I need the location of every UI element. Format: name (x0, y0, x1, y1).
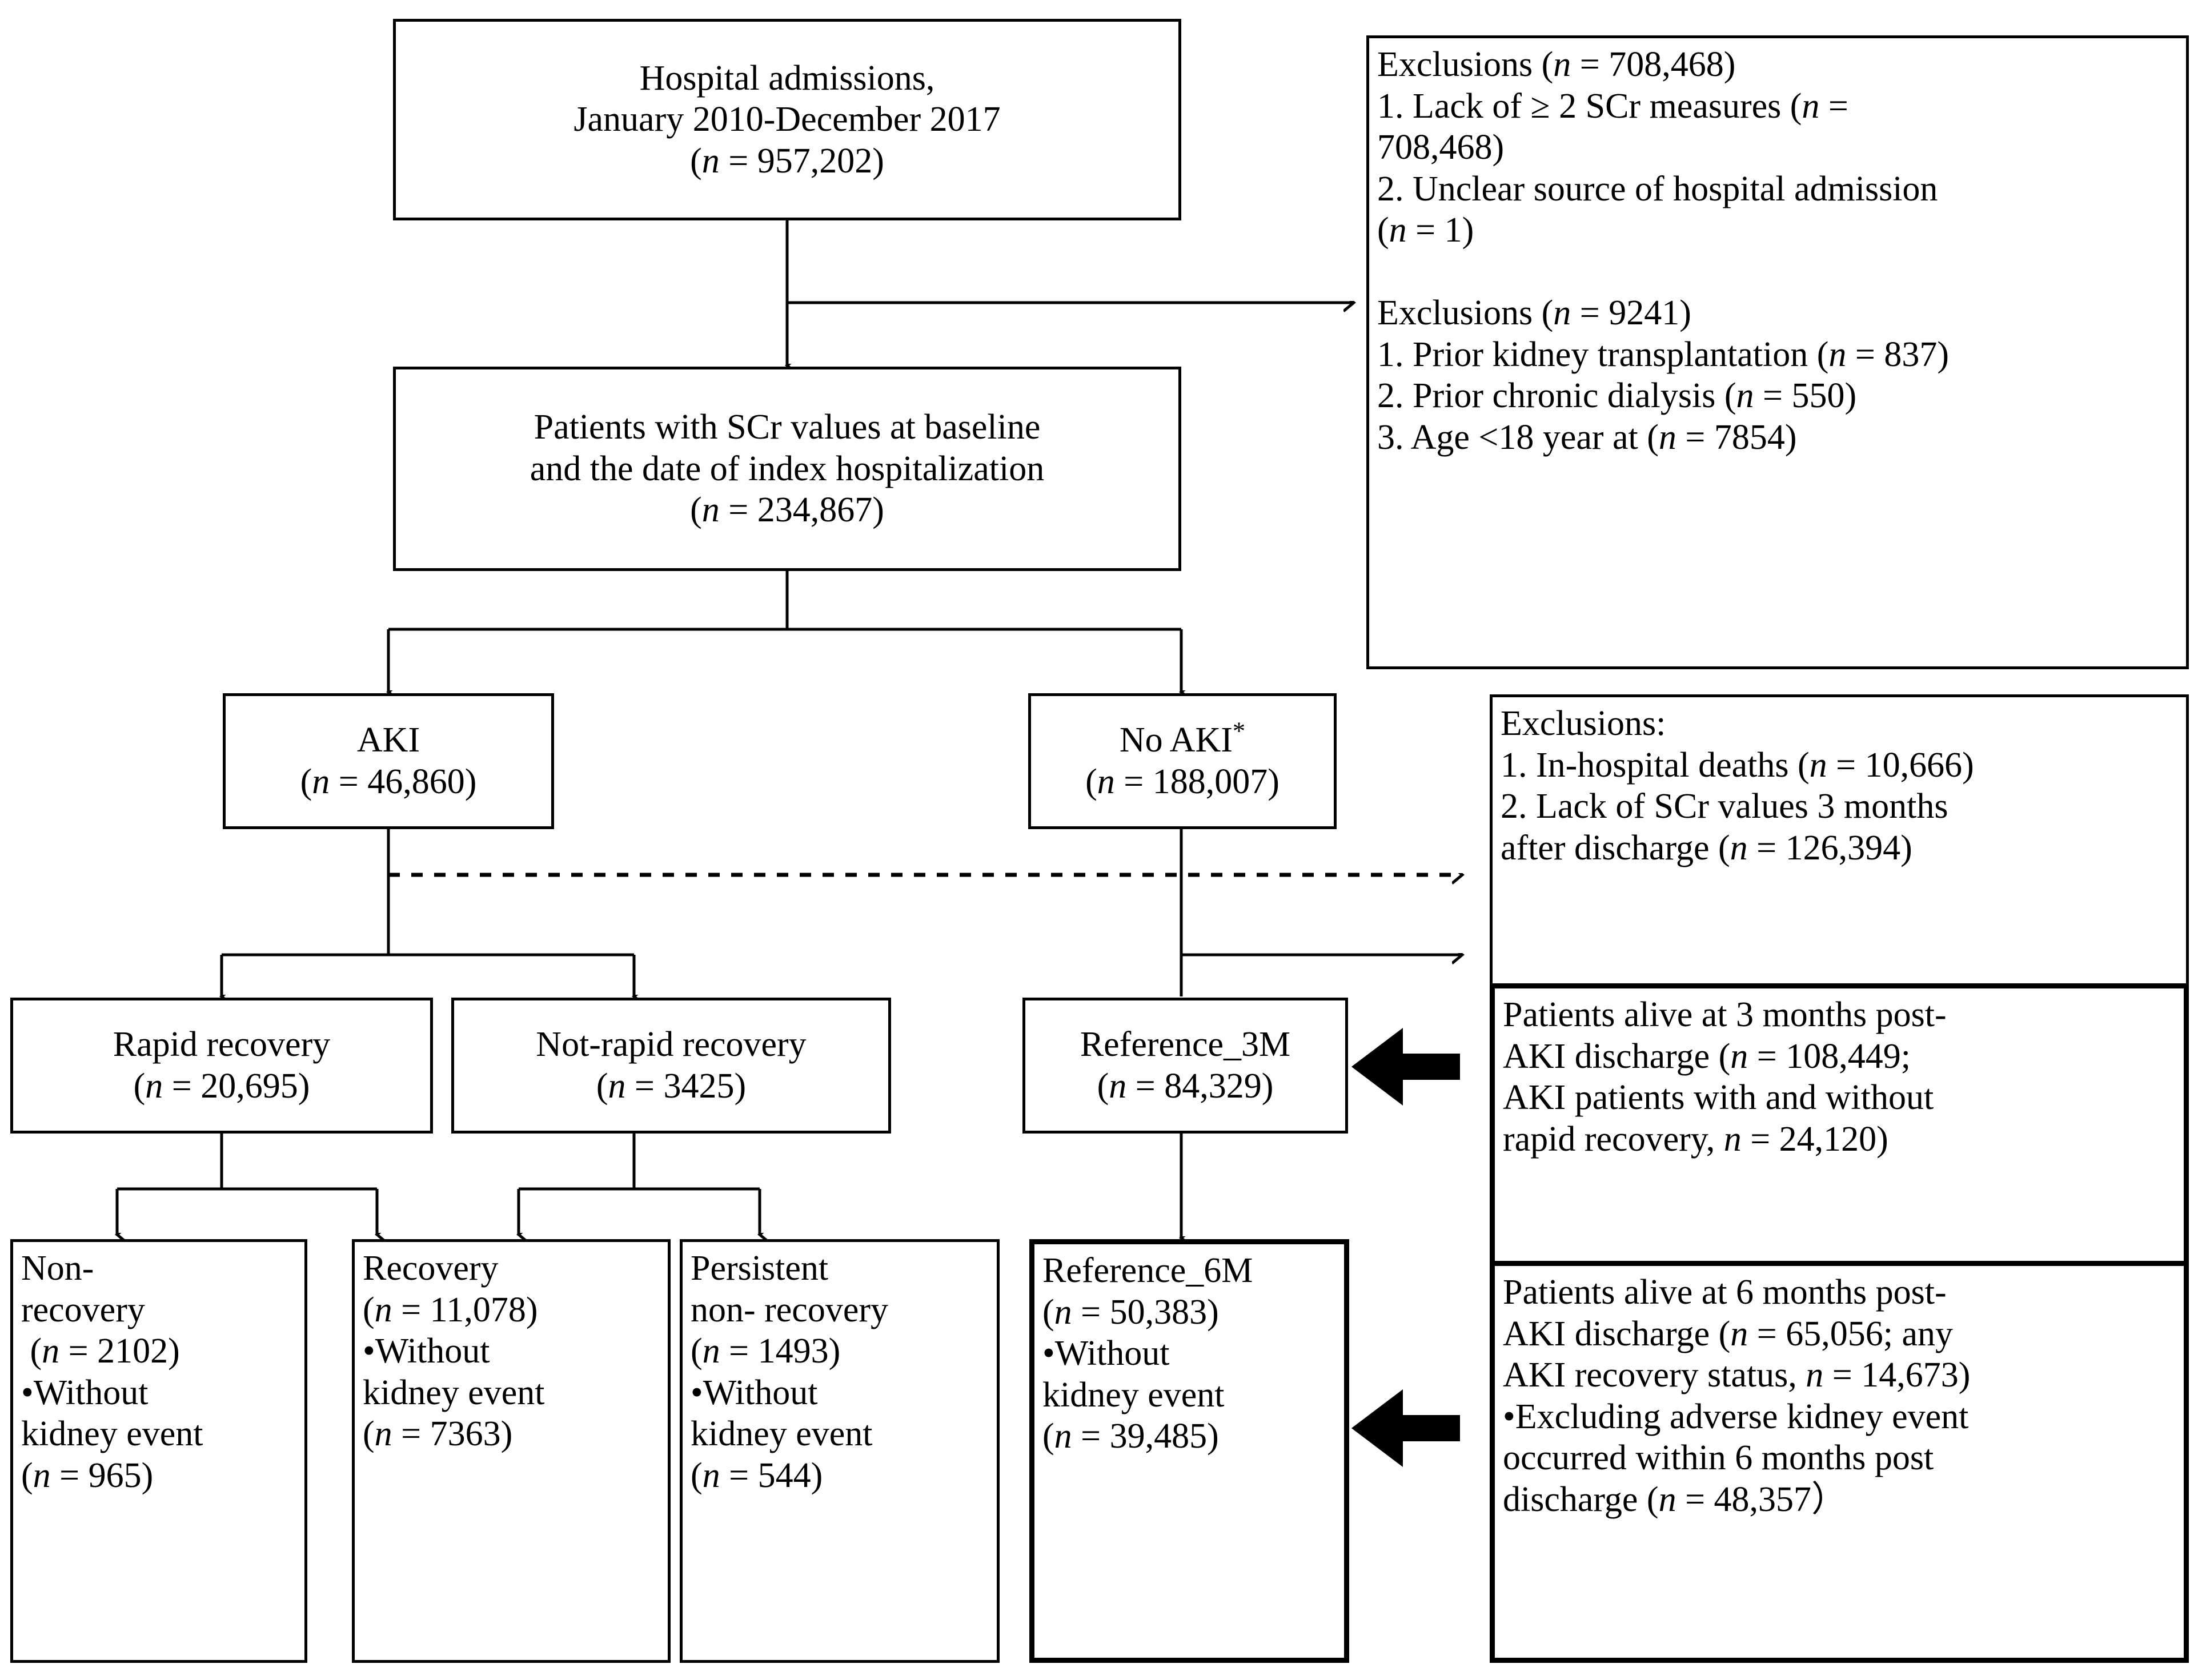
pers-bullet-1c: (n = 544) (691, 1456, 823, 1495)
pers-line-1: Persistent (691, 1249, 829, 1288)
excl-mid-item1: 1. In-hospital deaths (n = 10,666) (1501, 745, 1974, 785)
pers-bullet-1: •Without (691, 1373, 818, 1412)
aki-line-2: (n = 46,860) (300, 762, 477, 801)
note-exclusions-mid: Exclusions: 1. In-hospital deaths (n = 1… (1490, 694, 2189, 1003)
node-recovery: Recovery (n = 11,078) •Without kidney ev… (352, 1239, 671, 1663)
block-arrow-3m (1351, 1028, 1460, 1106)
alive3m-line-2: AKI discharge (n = 108,449; (1503, 1036, 1911, 1076)
no-aki-line-1: No AKI* (1119, 716, 1246, 760)
ref6m-bullet-1c: (n = 39,485) (1042, 1417, 1219, 1456)
ref6m-line-2: (n = 50,383) (1042, 1292, 1219, 1332)
pers-line-2: non- recovery (691, 1290, 888, 1329)
ref3m-line-1: Reference_3M (1080, 1025, 1291, 1064)
nonrec-line-3: (n = 2102) (21, 1332, 180, 1371)
block-arrow-6m (1351, 1389, 1460, 1467)
nonrec-line-2: recovery (21, 1290, 145, 1329)
aki-line-1: AKI (356, 721, 420, 760)
alive3m-line-4: rapid recovery, n = 24,120) (1503, 1119, 1888, 1159)
excl-mid-item2b: after discharge (n = 126,394) (1501, 828, 1912, 867)
alive3m-line-3: AKI patients with and without (1503, 1078, 1934, 1118)
node-reference-3m: Reference_3M (n = 84,329) (1022, 998, 1348, 1134)
excl-top-item3: 1. Prior kidney transplantation (n = 837… (1377, 335, 1949, 374)
node-aki: AKI (n = 46,860) (223, 693, 554, 829)
node-hospital-admissions: Hospital admissions, January 2010-Decemb… (393, 19, 1181, 220)
pers-bullet-1b: kidney event (691, 1414, 873, 1454)
notrapid-line-2: (n = 3425) (596, 1067, 747, 1106)
node-reference-6m: Reference_6M (n = 50,383) •Without kidne… (1029, 1239, 1349, 1663)
node-non-recovery: Non- recovery (n = 2102) •Without kidney… (10, 1239, 307, 1663)
pers-line-3: (n = 1493) (691, 1332, 841, 1371)
excl-top-item5: 3. Age <18 year at (n = 7854) (1377, 417, 1797, 457)
node-rapid-recovery: Rapid recovery (n = 20,695) (10, 998, 433, 1134)
no-aki-line-2: (n = 188,007) (1085, 762, 1280, 801)
excl-mid-header: Exclusions: (1501, 704, 1666, 743)
rec-line-1: Recovery (363, 1249, 499, 1288)
notrapid-line-1: Not-rapid recovery (536, 1025, 807, 1064)
alive6m-line-4: •Excluding adverse kidney event (1503, 1397, 1969, 1436)
excl-top-item1b: 708,468) (1377, 128, 1505, 167)
nonrec-bullet-1b: kidney event (21, 1414, 203, 1454)
ref6m-bullet-1b: kidney event (1042, 1375, 1225, 1414)
admissions-line-3: (n = 957,202) (690, 141, 884, 180)
rec-line-2: (n = 11,078) (363, 1290, 538, 1329)
excl-mid-item2a: 2. Lack of SCr values 3 months (1501, 787, 1948, 826)
scr-line-1: Patients with SCr values at baseline (534, 408, 1041, 447)
rec-bullet-1b: kidney event (363, 1373, 545, 1412)
excl-top-item1a: 1. Lack of ≥ 2 SCr measures (n = (1377, 86, 1848, 126)
alive6m-line-3: AKI recovery status, n = 14,673) (1503, 1356, 1971, 1395)
scr-line-3: (n = 234,867) (690, 491, 884, 530)
alive6m-line-5: occurred within 6 months post (1503, 1438, 1934, 1478)
node-not-rapid-recovery: Not-rapid recovery (n = 3425) (451, 998, 891, 1134)
ref6m-bullet-1: •Without (1042, 1334, 1170, 1373)
scr-line-2: and the date of index hospitalization (530, 449, 1045, 488)
note-alive-6-months: Patients alive at 6 months post- AKI dis… (1490, 1261, 2189, 1663)
rapid-line-2: (n = 20,695) (133, 1067, 310, 1106)
note-exclusions-top: Exclusions (n = 708,468) 1. Lack of ≥ 2 … (1366, 35, 2189, 669)
alive6m-line-1: Patients alive at 6 months post- (1503, 1273, 1947, 1312)
node-persistent-non-recovery: Persistent non- recovery (n = 1493) •Wit… (680, 1239, 1000, 1663)
rapid-line-1: Rapid recovery (113, 1025, 331, 1064)
rec-bullet-1: •Without (363, 1332, 490, 1371)
nonrec-line-1: Non- (21, 1249, 94, 1288)
ref6m-line-1: Reference_6M (1042, 1251, 1253, 1290)
nonrec-bullet-1: •Without (21, 1373, 149, 1412)
node-no-aki: No AKI* (n = 188,007) (1028, 693, 1337, 829)
excl-top-spacer (1377, 251, 2178, 293)
excl-top-item2a: 2. Unclear source of hospital admission (1377, 169, 1938, 208)
admissions-line-1: Hospital admissions, (639, 58, 935, 98)
alive6m-line-6: discharge (n = 48,357） (1503, 1480, 1847, 1519)
rec-bullet-1c: (n = 7363) (363, 1414, 513, 1454)
ref3m-line-2: (n = 84,329) (1097, 1067, 1274, 1106)
no-aki-footnote-star: * (1232, 716, 1246, 745)
node-patients-scr: Patients with SCr values at baseline and… (393, 367, 1181, 571)
alive3m-line-1: Patients alive at 3 months post- (1503, 995, 1947, 1034)
alive6m-line-2: AKI discharge (n = 65,056; any (1503, 1314, 1953, 1353)
excl-top-item4: 2. Prior chronic dialysis (n = 550) (1377, 376, 1857, 416)
nonrec-bullet-1c: (n = 965) (21, 1456, 154, 1495)
admissions-line-2: January 2010-December 2017 (573, 100, 1001, 139)
excl-top-header: Exclusions (n = 708,468) (1377, 45, 1736, 84)
excl-top-header2: Exclusions (n = 9241) (1377, 294, 1691, 333)
excl-top-item2b: (n = 1) (1377, 211, 1474, 250)
